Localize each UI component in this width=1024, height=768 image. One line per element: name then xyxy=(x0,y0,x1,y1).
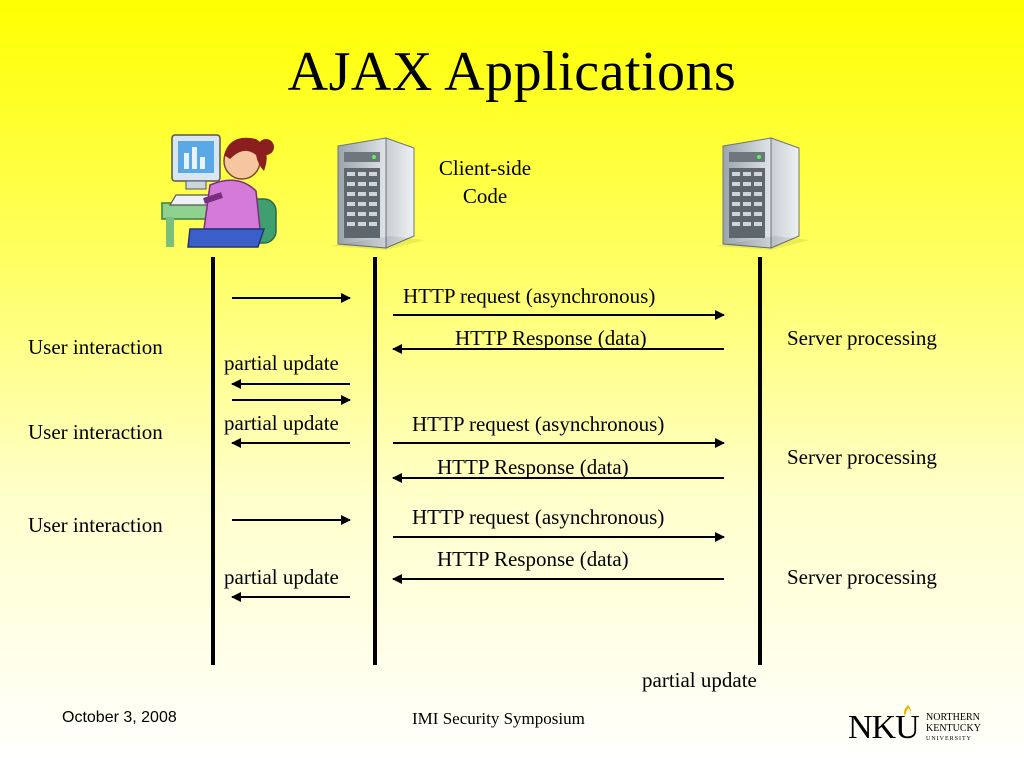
client-side-code-line1: Client-side xyxy=(438,156,532,180)
user-lifeline xyxy=(211,257,215,665)
http-request-label: HTTP request (asynchronous) xyxy=(403,284,656,308)
http-request-label: HTTP request (asynchronous) xyxy=(412,505,665,529)
nku-flame-icon xyxy=(904,705,912,716)
client-side-code-line2: Code xyxy=(462,184,508,208)
nku-logo: NKU NORTHERN KENTUCKY UNIVERSITY xyxy=(848,705,1000,748)
partial-update-label: partial update xyxy=(224,411,339,435)
nku-logo-line1: NORTHERN xyxy=(926,712,980,723)
user-interaction-label: User interaction xyxy=(28,420,163,444)
user-interaction-label: User interaction xyxy=(28,513,163,537)
server-processing-label: Server processing xyxy=(787,445,937,469)
user-interaction-label: User interaction xyxy=(28,335,163,359)
partial-update-label: partial update xyxy=(224,565,339,589)
footer-date: October 3, 2008 xyxy=(62,709,177,726)
nku-logo-line3: UNIVERSITY xyxy=(926,736,972,742)
partial-update-label: partial update xyxy=(642,668,757,692)
http-response-label: HTTP Response (data) xyxy=(437,547,629,571)
server-processing-label: Server processing xyxy=(787,565,937,589)
nku-logo-text: NKU xyxy=(848,709,920,746)
http-response-label: HTTP Response (data) xyxy=(455,326,647,350)
client-side-code-caption: Client-side Code xyxy=(415,154,555,210)
footer-event: IMI Security Symposium xyxy=(412,709,585,728)
server-lifeline xyxy=(758,257,762,665)
slide-title: AJAX Applications xyxy=(287,41,737,103)
http-response-label: HTTP Response (data) xyxy=(437,455,629,479)
nku-logo-line2: KENTUCKY xyxy=(926,723,981,734)
server-tower-icon xyxy=(330,137,425,250)
server-tower-icon xyxy=(715,137,810,250)
client-lifeline xyxy=(373,257,377,665)
user-at-computer-icon xyxy=(161,134,277,248)
server-processing-label: Server processing xyxy=(787,326,937,350)
partial-update-label: partial update xyxy=(224,351,339,375)
http-request-label: HTTP request (asynchronous) xyxy=(412,412,665,436)
